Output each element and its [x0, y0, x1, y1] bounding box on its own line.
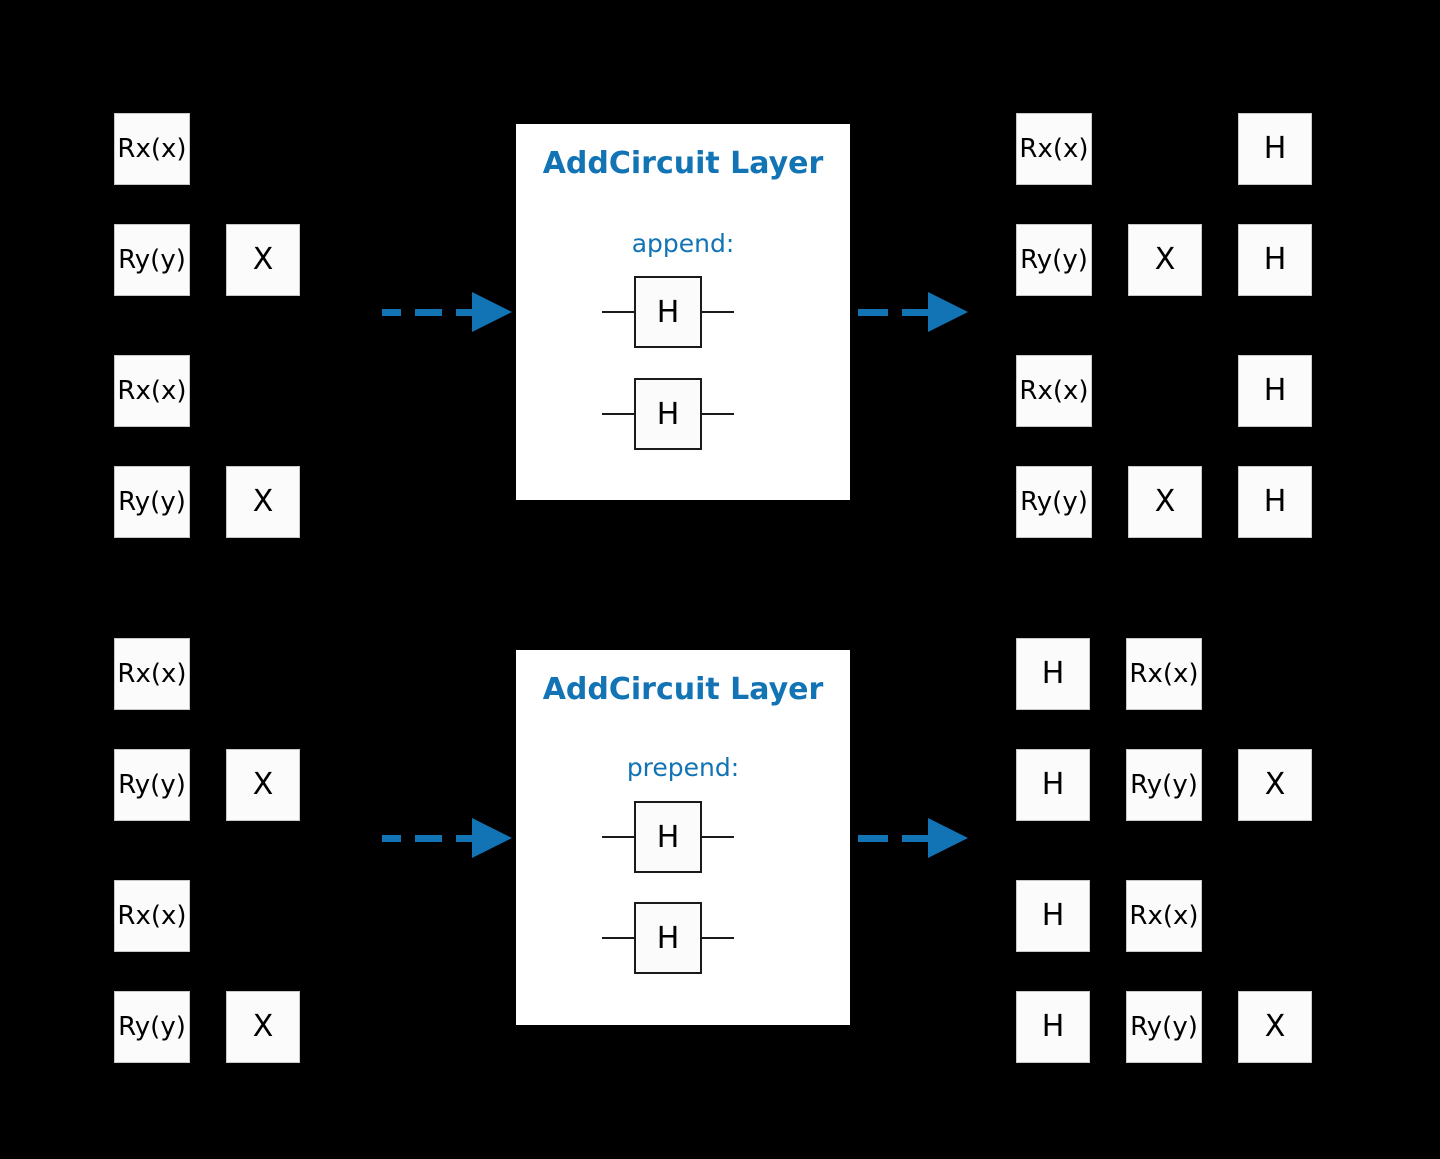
- panel-title: AddCircuit Layer: [542, 146, 824, 181]
- gate-h: H: [1238, 113, 1312, 185]
- gate-h: H: [1238, 466, 1312, 538]
- gate-rx: Rx(x): [114, 880, 190, 952]
- gate-x: X: [1128, 224, 1202, 296]
- arrow-head: [472, 292, 512, 332]
- gate-rx: Rx(x): [114, 638, 190, 710]
- gate-ry: Ry(y): [1126, 991, 1202, 1063]
- gate-ry: Ry(y): [114, 749, 190, 821]
- arrow-dash: [382, 308, 402, 316]
- wire-segment: [602, 413, 634, 415]
- subcircuit-wire-1: H: [602, 902, 734, 974]
- gate-ry: Ry(y): [1126, 749, 1202, 821]
- gate-x: X: [226, 749, 300, 821]
- gate-h: H: [1016, 749, 1090, 821]
- gate-x: X: [226, 224, 300, 296]
- arrow-dash: [455, 834, 472, 842]
- gate-ry: Ry(y): [114, 991, 190, 1063]
- gate-ry: Ry(y): [1016, 466, 1092, 538]
- gate-x: X: [1238, 749, 1312, 821]
- wire-segment: [702, 937, 734, 939]
- gate-h: H: [1016, 880, 1090, 952]
- subcircuit-wire-1: H: [602, 378, 734, 450]
- arrow-dash: [415, 834, 442, 842]
- wire-segment: [602, 836, 634, 838]
- gate-ry: Ry(y): [114, 224, 190, 296]
- gate-x: X: [226, 991, 300, 1063]
- subcircuit-wire-0: H: [602, 276, 734, 348]
- wire-segment: [602, 937, 634, 939]
- gate-h: H: [634, 378, 702, 450]
- gate-ry: Ry(y): [114, 466, 190, 538]
- panel-title: AddCircuit Layer: [542, 672, 824, 707]
- gate-rx: Rx(x): [1016, 355, 1092, 427]
- panel-mode-label: prepend:: [626, 753, 740, 782]
- wire-segment: [702, 836, 734, 838]
- wire-segment: [702, 311, 734, 313]
- gate-x: X: [226, 466, 300, 538]
- wire-segment: [602, 311, 634, 313]
- wire-segment: [702, 413, 734, 415]
- gate-h: H: [1238, 355, 1312, 427]
- gate-rx: Rx(x): [114, 113, 190, 185]
- gate-h: H: [1238, 224, 1312, 296]
- addcircuit-layer-panel-prepend: AddCircuit Layer prepend: H H: [516, 650, 850, 1025]
- gate-h: H: [634, 276, 702, 348]
- arrow-head: [472, 818, 512, 858]
- gate-ry: Ry(y): [1016, 224, 1092, 296]
- subcircuit-wire-0: H: [602, 801, 734, 873]
- arrow-dash: [858, 308, 888, 316]
- arrow-head: [928, 818, 968, 858]
- arrow-dash: [455, 308, 472, 316]
- gate-h: H: [634, 902, 702, 974]
- arrow-dash: [382, 834, 402, 842]
- addcircuit-layer-panel-append: AddCircuit Layer append: H H: [516, 124, 850, 500]
- arrow-head: [928, 292, 968, 332]
- gate-h: H: [634, 801, 702, 873]
- gate-h: H: [1016, 991, 1090, 1063]
- arrow-out-of-layer-append: [858, 292, 978, 332]
- gate-x: X: [1128, 466, 1202, 538]
- gate-rx: Rx(x): [1016, 113, 1092, 185]
- arrow-dash: [902, 308, 928, 316]
- arrow-into-layer-append: [382, 292, 512, 332]
- gate-h: H: [1016, 638, 1090, 710]
- arrow-dash: [415, 308, 442, 316]
- gate-rx: Rx(x): [1126, 638, 1202, 710]
- gate-rx: Rx(x): [114, 355, 190, 427]
- gate-x: X: [1238, 991, 1312, 1063]
- gate-rx: Rx(x): [1126, 880, 1202, 952]
- panel-mode-label: append:: [631, 229, 735, 258]
- arrow-into-layer-prepend: [382, 818, 512, 858]
- arrow-dash: [858, 834, 888, 842]
- arrow-dash: [902, 834, 928, 842]
- arrow-out-of-layer-prepend: [858, 818, 978, 858]
